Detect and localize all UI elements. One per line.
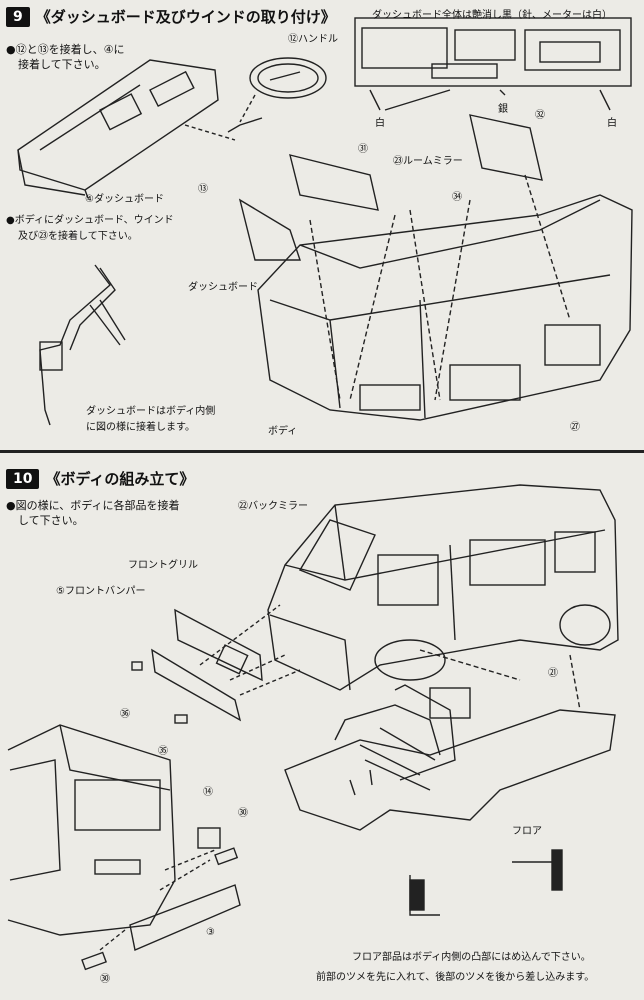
van-exterior-drawing bbox=[267, 484, 619, 691]
step10-header: 10 《ボディの組み立て》 bbox=[6, 468, 194, 489]
label-silver: 銀 bbox=[498, 104, 508, 115]
label-dashboard-4: ④ダッシュボード bbox=[85, 194, 164, 205]
label-part-31: ㉛ bbox=[358, 144, 368, 155]
dashboard-inner-detail-drawing bbox=[39, 264, 126, 426]
front-grill-bumper-drawing bbox=[131, 604, 301, 724]
step9-title: 《ダッシュボード及びウインドの取り付け》 bbox=[35, 8, 336, 26]
label-part-36: ㊱ bbox=[120, 709, 130, 720]
label-part-14: ⑭ bbox=[203, 787, 213, 798]
steering-wheel-drawing bbox=[184, 57, 327, 141]
label-back-mirror: ㉒バックミラー bbox=[238, 501, 308, 512]
floor-note-line2: 前部のツメを先に入れて、後部のツメを後から差し込みます。 bbox=[316, 972, 595, 983]
label-white-2: 白 bbox=[607, 118, 617, 129]
label-part-27: ㉗ bbox=[570, 422, 580, 433]
note-inner-line2: に図の様に接着します。 bbox=[86, 422, 195, 433]
label-part-34: ㉞ bbox=[452, 192, 462, 203]
section-divider bbox=[0, 450, 644, 453]
step10-number: 10 bbox=[6, 468, 40, 489]
label-handle: ⑫ハンドル bbox=[288, 34, 338, 45]
van-rear-drawing bbox=[7, 724, 241, 971]
floor-seats-drawing bbox=[284, 649, 616, 831]
window-31-drawing bbox=[289, 154, 379, 211]
note-inner-line1: ダッシュボードはボディ内側 bbox=[86, 406, 216, 417]
label-front-grill: フロントグリル bbox=[128, 560, 198, 571]
dash-color-note: ダッシュボード全体は艶消し黒（針、メーターは白） bbox=[372, 10, 612, 21]
step10-title: 《ボディの組み立て》 bbox=[45, 470, 195, 488]
label-front-bumper: ⑤フロントバンパー bbox=[56, 586, 146, 597]
step10-instruction-line1: ●図の様に、ボディに各部品を接着 bbox=[6, 499, 180, 512]
label-part-30b: ㉚ bbox=[100, 974, 110, 985]
label-part-30a: ㉚ bbox=[238, 808, 248, 819]
step9-instruction-1-line2: 接着して下さい。 bbox=[18, 58, 106, 71]
window-32-drawing bbox=[469, 114, 543, 181]
step9-instruction-1-line1: ●⑫と⑬を接着し、④に bbox=[6, 43, 125, 56]
dash-panel-drawing bbox=[354, 17, 632, 111]
floor-clip-detail-drawing bbox=[409, 849, 563, 916]
step9-header: 9 《ダッシュボード及びウインドの取り付け》 bbox=[6, 6, 336, 27]
step10-instruction-line2: して下さい。 bbox=[18, 514, 84, 527]
van-body-interior-drawing bbox=[238, 174, 633, 421]
label-part-32: ㉜ bbox=[535, 110, 545, 121]
label-dashboard: ダッシュボード bbox=[188, 282, 258, 293]
label-floor: フロア bbox=[512, 826, 542, 837]
step9-instruction-2-line2: 及び㉓を接着して下さい。 bbox=[18, 231, 138, 242]
label-room-mirror: ㉓ルームミラー bbox=[393, 156, 463, 167]
step9-number: 9 bbox=[6, 6, 30, 27]
label-part-3: ③ bbox=[206, 927, 215, 938]
label-white-1: 白 bbox=[375, 118, 385, 129]
label-part-21: ㉑ bbox=[548, 668, 558, 679]
label-part-35: ㉟ bbox=[158, 746, 168, 757]
dashboard-part-drawing bbox=[17, 59, 219, 199]
floor-note-line1: フロア部品はボディ内側の凸部にはめ込んで下さい。 bbox=[352, 952, 591, 963]
label-body: ボディ bbox=[268, 426, 298, 437]
label-part-13: ⑬ bbox=[198, 184, 208, 195]
step9-instruction-2-line1: ●ボディにダッシュボード、ウインド bbox=[6, 215, 174, 226]
